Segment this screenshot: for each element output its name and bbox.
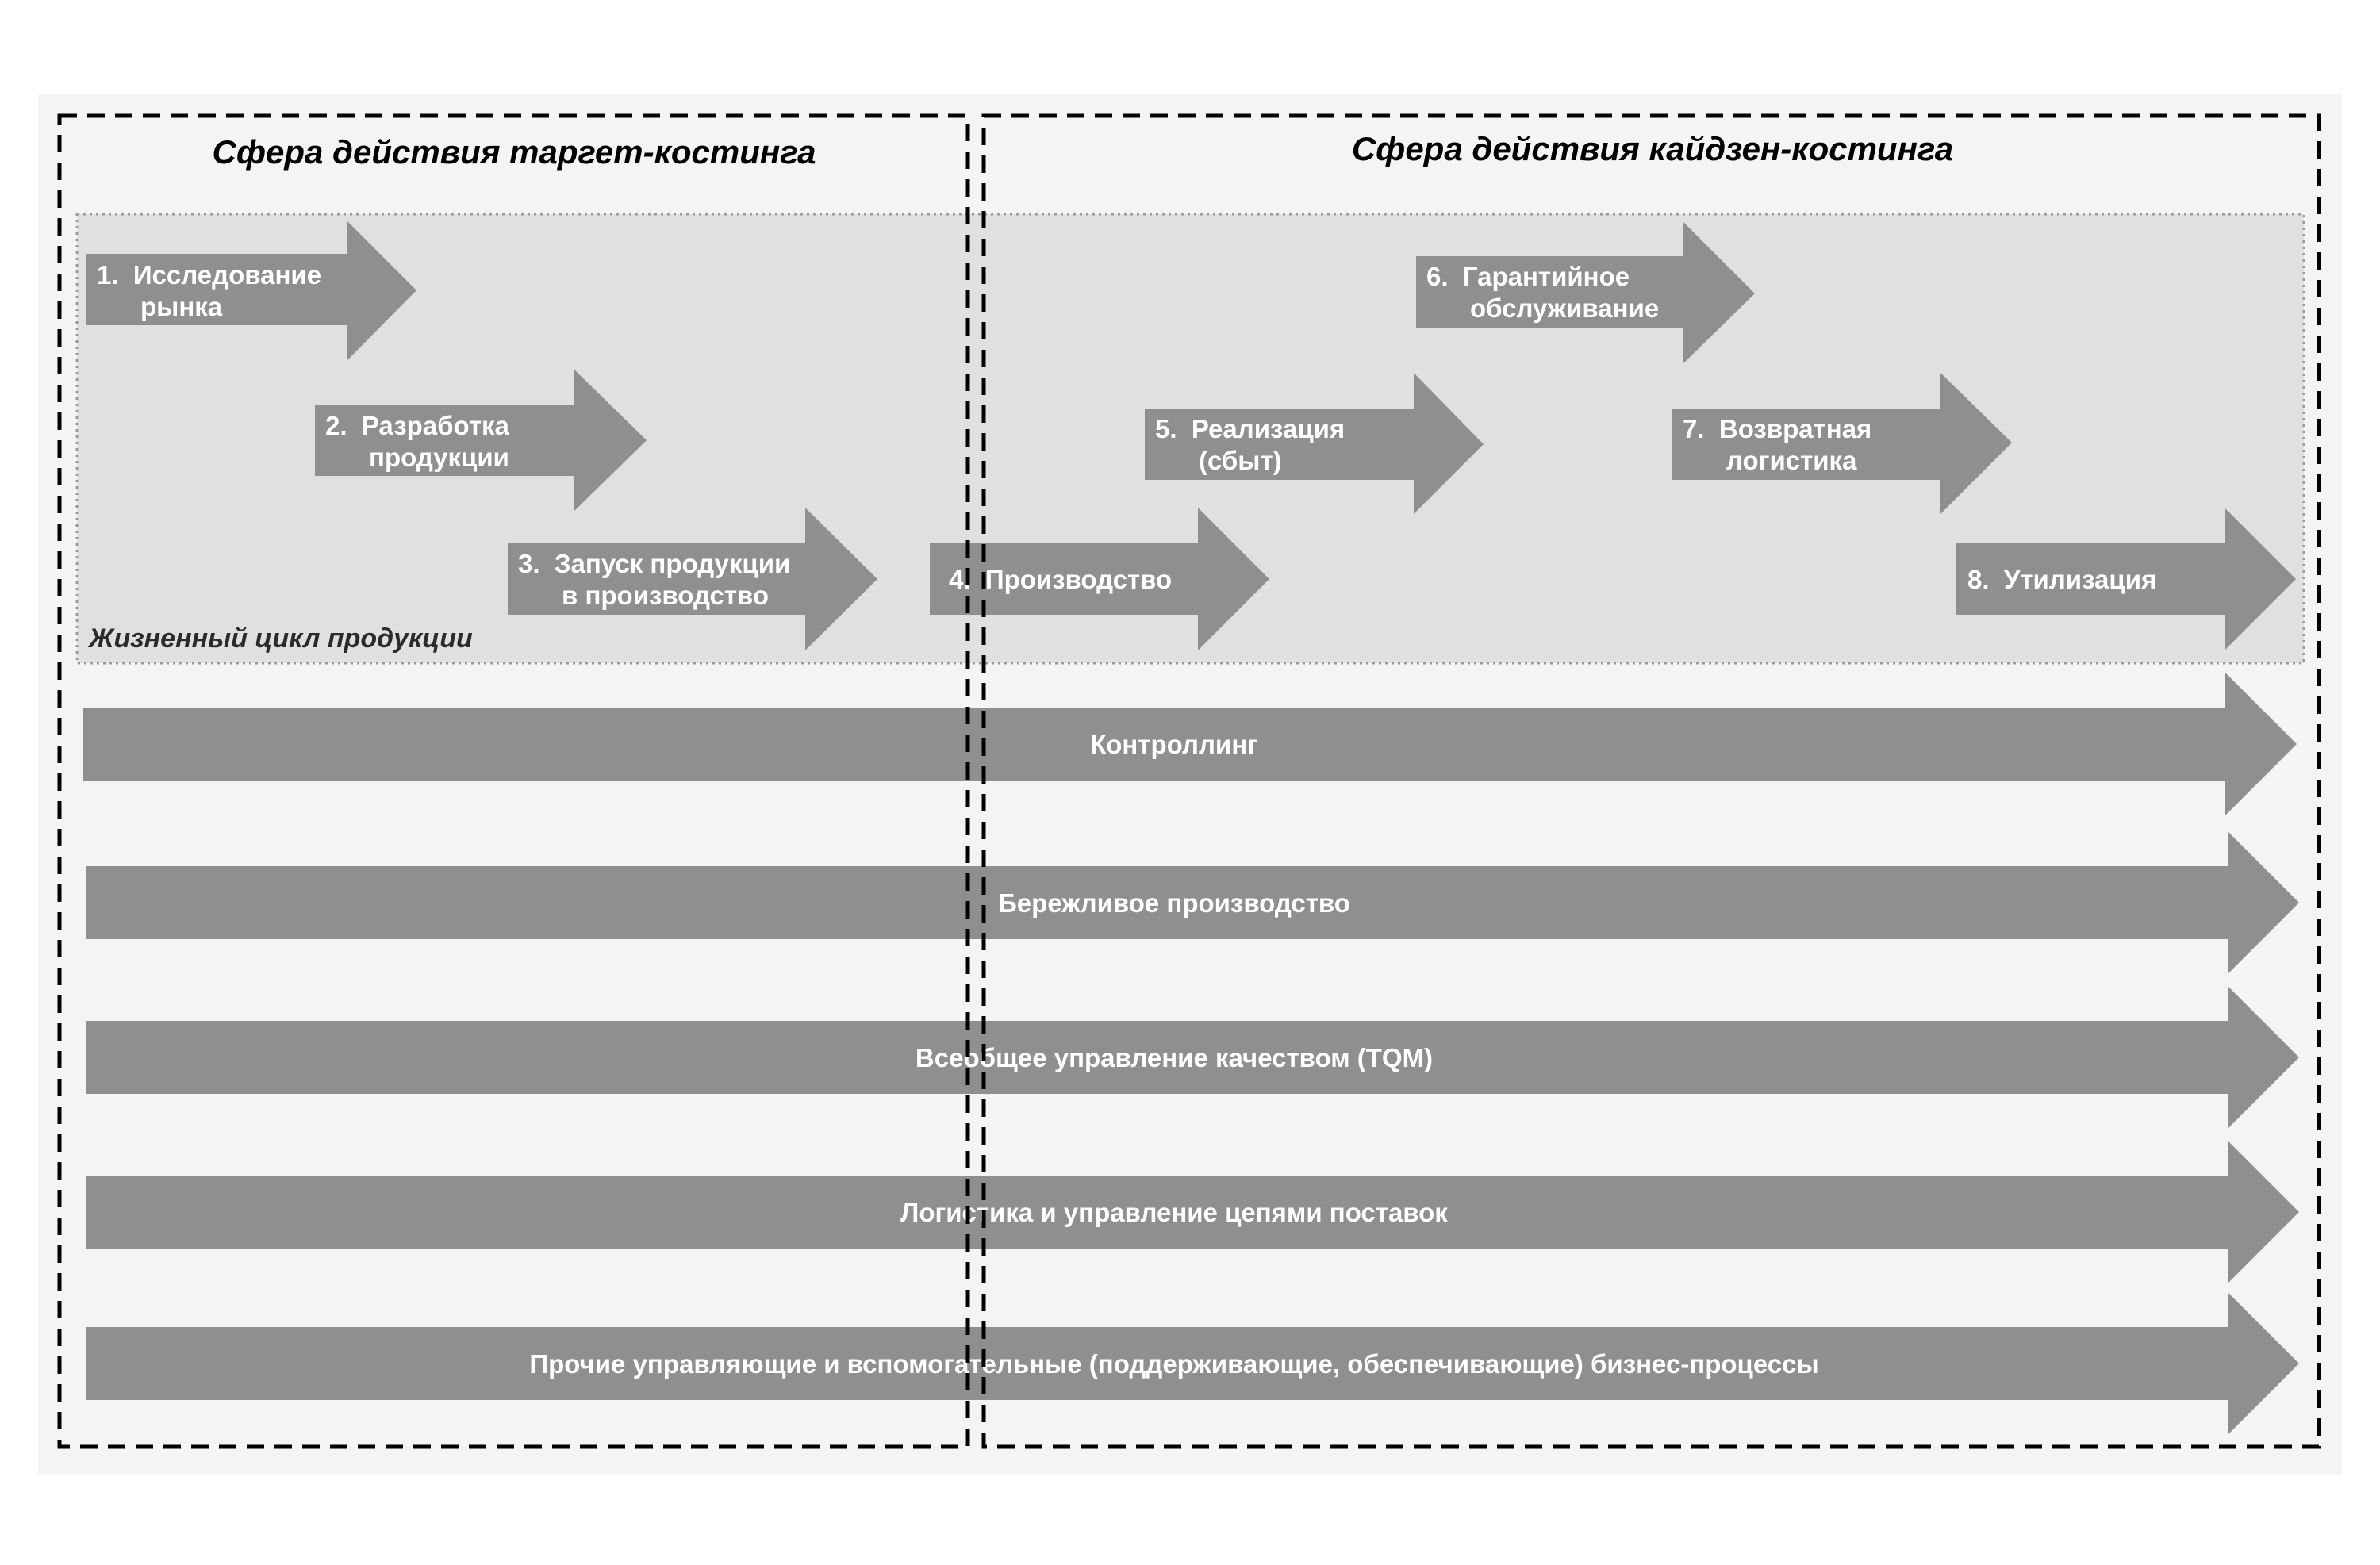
stage-8-arrow: 8. Утилизация [1956,508,2296,650]
stage-5-label-line-2: (сбыт) [1155,446,1282,475]
stage-4-arrow-shape [930,508,1269,650]
target-costing-scope-border [57,113,970,1449]
stage-1-arrow: 1. Исследование рынка [86,221,416,361]
process-arrow-lean: Бережливое производство [86,831,2299,974]
stage-5-arrow-shape [1145,373,1484,514]
stage-8-label: 8. Утилизация [1967,565,2156,594]
process-arrows: Контроллинг Бережливое производство Всео… [83,673,2299,1435]
stage-1-label-line-2: рынка [97,292,223,321]
process-label-lean: Бережливое производство [998,888,1350,918]
process-arrow-logistics: Логистика и управление цепями поставок [86,1141,2299,1283]
process-label-other: Прочие управляющие и вспомогательные (по… [529,1349,1818,1379]
kaizen-costing-scope-border [981,113,2321,1449]
process-label-controlling: Контроллинг [1090,730,1258,759]
stage-7-arrow: 7. Возвратная логистика [1672,373,2012,514]
process-arrow-shape [86,1141,2299,1283]
stage-5-arrow: 5. Реализация (сбыт) [1145,373,1484,514]
stage-8-arrow-shape [1956,508,2296,650]
stage-3-label-line-2: в производство [518,581,769,610]
stage-3-arrow-shape [508,508,877,650]
stage-6-label-line-1: 6. Гарантийное [1426,262,1630,291]
process-label-tqm: Всеобщее управление качеством (TQM) [916,1043,1433,1072]
stage-6-label-line-2: обслуживание [1426,293,1659,323]
kaizen-costing-scope-title: Сфера действия кайдзен-костинга [1352,130,1953,167]
stage-6-arrow-shape [1416,222,1755,363]
process-arrow-shape [86,986,2299,1129]
stage-3-arrow: 3. Запуск продукции в производство [508,508,877,650]
process-arrow-tqm: Всеобщее управление качеством (TQM) [86,986,2299,1129]
stage-2-arrow-shape [315,370,647,511]
stage-2-label-line-1: 2. Разработка [325,411,510,440]
stage-3-label-line-1: 3. Запуск продукции [518,549,790,578]
stage-1-arrow-shape [86,221,416,361]
process-arrow-shape [86,831,2299,974]
stage-6-arrow: 6. Гарантийное обслуживание [1416,222,1755,363]
stage-5-label-line-1: 5. Реализация [1155,414,1345,443]
process-label-logistics: Логистика и управление цепями поставок [900,1198,1448,1227]
process-arrow-shape [83,673,2297,815]
stage-1-label-line-1: 1. Исследование [97,260,321,290]
stage-4-label: 4. Производство [949,565,1172,594]
lifecycle-stages: 1. Исследование рынка 2. Разработка прод… [86,221,2296,650]
target-costing-scope-title: Сфера действия таргет-костинга [213,133,816,171]
stage-7-arrow-shape [1672,373,2012,514]
stage-2-label-line-2: продукции [325,443,509,472]
stage-2-arrow: 2. Разработка продукции [315,370,647,511]
stage-7-label-line-2: логистика [1683,446,1857,475]
lifecycle-label: Жизненный цикл продукции [87,623,473,654]
process-arrow-shape [86,1292,2299,1435]
stage-7-label-line-1: 7. Возвратная [1683,414,1871,443]
process-arrow-other: Прочие управляющие и вспомогательные (по… [86,1292,2299,1435]
stage-4-arrow: 4. Производство [930,508,1269,650]
process-arrow-controlling: Контроллинг [83,673,2297,815]
